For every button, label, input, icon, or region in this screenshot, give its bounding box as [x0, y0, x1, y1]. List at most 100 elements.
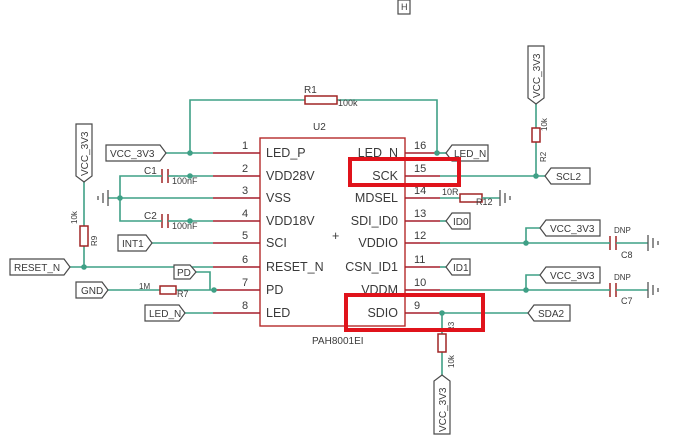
wire	[525, 274, 540, 290]
junction-dot	[187, 218, 193, 224]
top-stub-frame	[397, 0, 411, 15]
junction-dot	[523, 240, 529, 246]
net-flag-vcc-top-right[interactable]: VCC_3V3	[527, 45, 545, 105]
net-flag-id1[interactable]: ID1	[445, 258, 471, 276]
flag-text: PD	[177, 268, 191, 279]
pin-number: 12	[414, 230, 426, 242]
resistor-r2[interactable]: 10k R2	[531, 117, 549, 162]
flag-text: LED_N	[454, 149, 486, 160]
flag-outline	[527, 45, 545, 105]
pin-name: VDDIO	[358, 236, 398, 250]
flag-text: SCL2	[556, 172, 581, 183]
wire	[189, 99, 305, 153]
pin-name: SDIO	[367, 306, 398, 320]
flag-text: ID1	[453, 263, 469, 274]
resistor-ref: R1	[304, 85, 317, 96]
junction-dot	[187, 150, 193, 156]
pin-number: 15	[414, 163, 426, 175]
net-flag-vcc-left-vertical[interactable]: VCC_3V3	[75, 123, 93, 183]
flag-outline	[105, 144, 167, 162]
ground-symbol-r12	[499, 190, 511, 206]
net-flag-id0[interactable]: ID0	[445, 212, 471, 230]
pin-name: PD	[266, 283, 283, 297]
pin-number: 4	[242, 208, 248, 220]
net-flag-int1[interactable]: INT1	[117, 234, 153, 252]
top-stub-text: H	[401, 2, 408, 12]
junctions	[81, 150, 539, 316]
net-flag-sda2[interactable]: SDA2	[527, 304, 571, 322]
highlight-box-sdio	[344, 293, 485, 332]
net-flag-scl2[interactable]: SCL2	[544, 167, 591, 185]
resistor-body	[437, 333, 447, 353]
pin-name: VDD28V	[266, 169, 315, 183]
net-flag-vcc-vddio[interactable]: VCC_3V3	[539, 219, 601, 237]
junction-dot	[523, 287, 529, 293]
capacitor-c7[interactable]: DNP C7	[608, 273, 648, 306]
pin-number: 2	[242, 163, 248, 175]
resistor-value: 10k	[447, 354, 456, 368]
chip-body[interactable]	[259, 137, 406, 327]
resistor-ref: R9	[90, 235, 99, 246]
flag-text: VCC_3V3	[550, 224, 595, 235]
junction-dot	[187, 173, 193, 179]
pin-number: 6	[242, 254, 248, 266]
resistor-ref: R7	[177, 289, 189, 299]
pin-number: 8	[242, 300, 248, 312]
net-flag-pd[interactable]: PD	[173, 264, 197, 280]
flag-text: INT1	[122, 239, 144, 250]
resistor-r7[interactable]: 1M R7	[139, 282, 189, 299]
pin-name: VDD18V	[266, 214, 315, 228]
resistor-value: 1M	[139, 282, 150, 291]
junction-dot	[533, 173, 539, 179]
cap-value: DNP	[614, 273, 631, 282]
chip-ref: U2	[313, 122, 326, 133]
junction-dot	[81, 264, 87, 270]
capacitor-c2[interactable]: C2 100nF	[144, 211, 198, 231]
flag-text: LED_N	[149, 309, 181, 320]
flag-text: VCC_3V3	[80, 131, 91, 176]
left-pins: 1 2 3 4 5 6 7 8 LED_P VDD28V VSS VDD18V …	[213, 140, 324, 320]
flag-outline	[144, 304, 186, 322]
net-flag-vcc-pin1[interactable]: VCC_3V3	[105, 144, 167, 162]
pin-number: 10	[414, 277, 426, 289]
flag-text: ID0	[453, 217, 469, 228]
ground-symbol-left	[97, 190, 109, 206]
junction-dot	[434, 150, 440, 156]
resistor-body	[159, 285, 177, 295]
capacitor-c1[interactable]: C1 100nF	[144, 166, 198, 186]
pin-number: 9	[414, 300, 420, 312]
pin-number: 3	[242, 185, 248, 197]
resistor-bottom[interactable]: R3 10k	[437, 321, 456, 368]
flag-text: SDA2	[538, 309, 565, 320]
cap-ref: C2	[144, 211, 157, 222]
junction-dot	[211, 287, 217, 293]
flag-text: RESET_N	[14, 263, 60, 274]
pin-name: CSN_ID1	[345, 260, 398, 274]
pin-name: SCK	[372, 169, 398, 183]
flag-text: VCC_3V3	[438, 387, 449, 432]
flag-outline	[544, 167, 591, 185]
net-flag-gnd[interactable]: GND	[75, 281, 109, 299]
ground-symbol-c7	[647, 282, 659, 298]
flag-text: GND	[81, 286, 103, 297]
pin-name: LED_N	[358, 146, 398, 160]
net-flag-vcc-bottom[interactable]: VCC_3V3	[433, 374, 451, 435]
pin-name: SCI	[266, 236, 287, 250]
resistor-r12[interactable]: 10R R12	[442, 187, 500, 207]
resistor-r1[interactable]: R1 100k	[304, 85, 358, 108]
net-flag-reset-n[interactable]: RESET_N	[9, 258, 71, 276]
chip-origin-mark: +	[332, 229, 339, 243]
pin-number: 13	[414, 208, 426, 220]
pin-number: 5	[242, 230, 248, 242]
net-flag-vcc-vddm[interactable]: VCC_3V3	[539, 266, 601, 284]
net-flag-led-n-left[interactable]: LED_N	[144, 304, 186, 322]
flag-outline	[445, 258, 471, 276]
junction-dot	[439, 310, 445, 316]
resistor-r9[interactable]: R9 10k	[70, 210, 99, 247]
resistor-value: 100k	[338, 98, 358, 108]
capacitor-c8[interactable]: DNP C8	[608, 226, 648, 260]
resistor-value: 10k	[70, 210, 79, 224]
resistor-body	[304, 95, 338, 105]
wire	[525, 227, 540, 243]
